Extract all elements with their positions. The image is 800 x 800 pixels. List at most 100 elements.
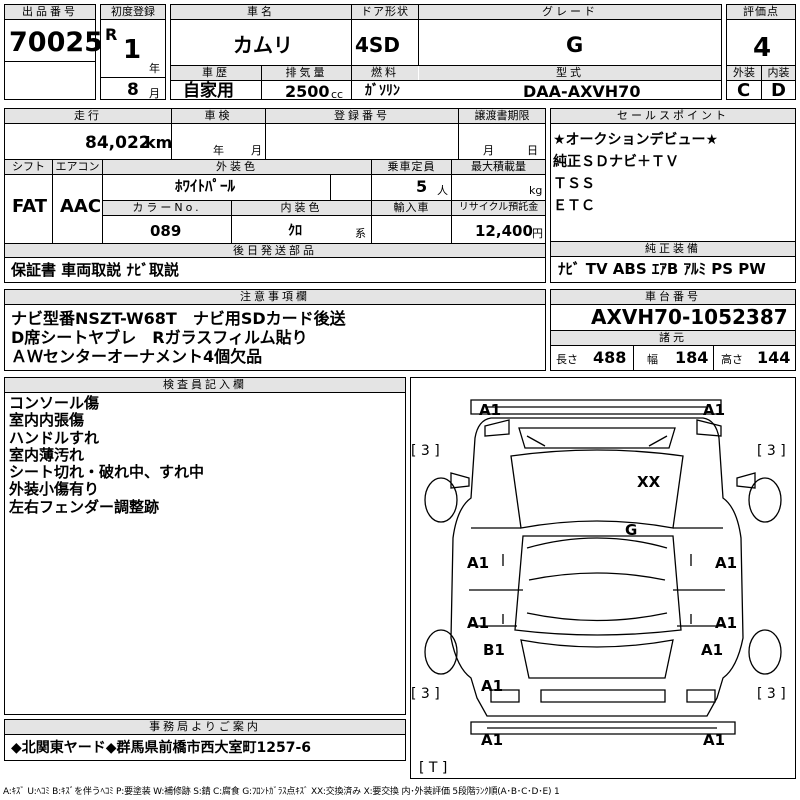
transfer-deadline-label: 譲渡書期限: [459, 109, 545, 123]
exterior-score: C: [737, 80, 751, 101]
color-number: 089: [150, 222, 182, 240]
exterior-label: 外装: [727, 66, 761, 80]
km-unit: km: [145, 133, 173, 152]
interior-label: 内装: [762, 66, 795, 80]
displacement-label: 排気量: [262, 66, 351, 80]
note-line: ＡＷセンターオーナメント4個欠品: [11, 347, 263, 366]
first-registration-box: 初度登録 R 1 年 8 月: [100, 4, 166, 100]
length-label: 長さ: [556, 353, 578, 366]
inspector-line: 外装小傷有り: [9, 480, 100, 499]
interior-score: D: [771, 80, 786, 101]
later-parts-box: 保証書 車両取説 ﾅﾋﾞ取説: [4, 257, 546, 283]
mark-left-rear-door: A1: [467, 614, 489, 632]
exterior-color: ﾎﾜｲﾄﾊﾟｰﾙ: [175, 177, 236, 195]
recycle-fee-label: リサイクル預託金: [452, 201, 545, 215]
registration-year: 1: [123, 35, 142, 65]
notes-list: ナビ型番NSZT-W68T ナビ用SDカード後送 D席シートヤブレ Rガラスフィ…: [11, 309, 346, 366]
score-box: 評価点 4 外装 内装 C D: [726, 4, 796, 100]
notes-label: 注意事項欄: [5, 290, 545, 304]
mileage-label: 走行: [5, 109, 171, 123]
inspector-line: ハンドルすれ: [9, 428, 100, 447]
mark-front-left-bumper: A1: [479, 401, 501, 419]
mileage: 84,022: [85, 133, 151, 153]
chassis-box: 車台番号 AXVH70-1052387 諸元 長さ 488 幅 184 高さ 1…: [550, 289, 796, 371]
kei-unit: 系: [355, 227, 366, 240]
later-parts-label: 後日発送部品: [5, 244, 545, 258]
office-notice: ◆北関東ヤード◆群馬県前橋市西大室町1257-6: [11, 740, 312, 756]
mark-right-front-door: A1: [715, 554, 737, 572]
inspector-box: 検査員記入欄 コンソール傷 室内内張傷 ハンドルすれ 室内薄汚れ シート切れ・破…: [4, 377, 406, 715]
yen-unit: 円: [532, 227, 543, 240]
car-diagram: A1 A1 XX G A1 A1 A1 A1 B1 A1 A1 A1 A1 [ …: [411, 399, 786, 776]
mark-roof: G: [625, 521, 637, 539]
interior-color-label: 内装色: [232, 201, 371, 215]
height: 144: [757, 348, 791, 367]
equipment-label: 純正装備: [551, 242, 795, 256]
score-label: 評価点: [727, 5, 795, 19]
sales-points-box: セールスポイント ★オークションデビュー★ 純正ＳＤナビ＋ＴＶ ＴＳＳ ＥＴＣ: [550, 108, 796, 242]
chassis-label: 車台番号: [551, 290, 795, 304]
dimensions-label: 諸元: [551, 331, 795, 345]
mark-left-front-door: A1: [467, 554, 489, 572]
note-line: ナビ型番NSZT-W68T ナビ用SDカード後送: [11, 309, 346, 328]
overall-score: 4: [753, 33, 772, 63]
inspection-month-unit: 月: [251, 144, 262, 157]
vehicle-details-box: 走行 車検 登録番号 譲渡書期限 84,022 km 年 月 月 日 シフト エ…: [4, 108, 546, 258]
color-number-label: カラーNo.: [103, 201, 231, 215]
transfer-month-unit: 月: [483, 144, 494, 157]
registration-month: 8: [127, 80, 139, 100]
mark-hood: XX: [637, 473, 661, 491]
inspector-line: コンソール傷: [9, 394, 100, 412]
chassis-number: AXVH70-1052387: [591, 305, 788, 329]
interior-color: ｸﾛ: [288, 223, 302, 239]
mark-front-right-bumper: A1: [703, 401, 725, 419]
recycle-fee: 12,400: [475, 222, 533, 240]
car-name: カムリ: [233, 33, 293, 57]
fuel-label: 燃料: [352, 66, 418, 80]
inspection-year-unit: 年: [213, 144, 224, 157]
tire-front-right: [ 3 ]: [757, 443, 786, 459]
sales-point-3: ＴＳＳ: [553, 176, 595, 192]
lot-number-box: 出品番号 70025: [4, 4, 103, 100]
sales-point-4: ＥＴＣ: [553, 198, 595, 214]
door-type: 4SD: [355, 33, 400, 57]
cc-unit: cc: [331, 88, 344, 101]
model-label: 型式: [419, 66, 721, 80]
plate-label: 登録番号: [266, 109, 458, 123]
max-load-label: 最大積載量: [452, 160, 545, 174]
sales-point-1: ★オークションデビュー★: [553, 132, 719, 148]
mark-left-rear-quarter: A1: [481, 677, 503, 695]
tire-rear-left: [ 3 ]: [411, 686, 440, 702]
width: 184: [675, 348, 709, 367]
shift-type: FAT: [12, 196, 48, 217]
width-label: 幅: [647, 353, 658, 366]
mark-right-rear-door: A1: [715, 614, 737, 632]
era: R: [105, 25, 118, 44]
equipment-box: 純正装備 ﾅﾋﾞ TV ABS ｴｱB ｱﾙﾐ PS PW: [550, 241, 796, 283]
office-label: 事務局よりご案内: [5, 720, 405, 734]
transfer-day-unit: 日: [527, 144, 538, 157]
notes-box: 注意事項欄 ナビ型番NSZT-W68T ナビ用SDカード後送 D席シートヤブレ …: [4, 289, 546, 371]
color-label: 外装色: [103, 160, 371, 174]
tire-front-left: [ 3 ]: [411, 443, 440, 459]
mark-rear-left-bumper: A1: [481, 731, 503, 749]
inspector-label: 検査員記入欄: [5, 378, 405, 392]
height-label: 高さ: [721, 353, 743, 366]
mark-rear-right-bumper: A1: [703, 731, 725, 749]
lot-number: 70025: [9, 27, 103, 58]
grade-label: グレード: [419, 5, 721, 19]
note-line: D席シートヤブレ Rガラスフィルム貼り: [11, 328, 308, 347]
kg-unit: kg: [529, 184, 543, 197]
inspector-line: 室内内張傷: [9, 411, 85, 430]
inspection-label: 車検: [172, 109, 265, 123]
tire-rear-right: [ 3 ]: [757, 686, 786, 702]
door-label: ドア形状: [352, 5, 418, 19]
equipment: ﾅﾋﾞ TV ABS ｴｱB ｱﾙﾐ PS PW: [558, 260, 766, 278]
month-unit: 月: [149, 87, 160, 100]
sales-points-label: セールスポイント: [551, 109, 795, 123]
fuel: ｶﾞｿﾘﾝ: [365, 83, 400, 99]
history-label: 車歴: [171, 66, 261, 80]
tire-spare: [ T ]: [419, 760, 447, 776]
damage-diagram-box: A1 A1 XX G A1 A1 A1 A1 B1 A1 A1 A1 A1 [ …: [410, 377, 796, 779]
import-label: 輸入車: [372, 201, 451, 215]
